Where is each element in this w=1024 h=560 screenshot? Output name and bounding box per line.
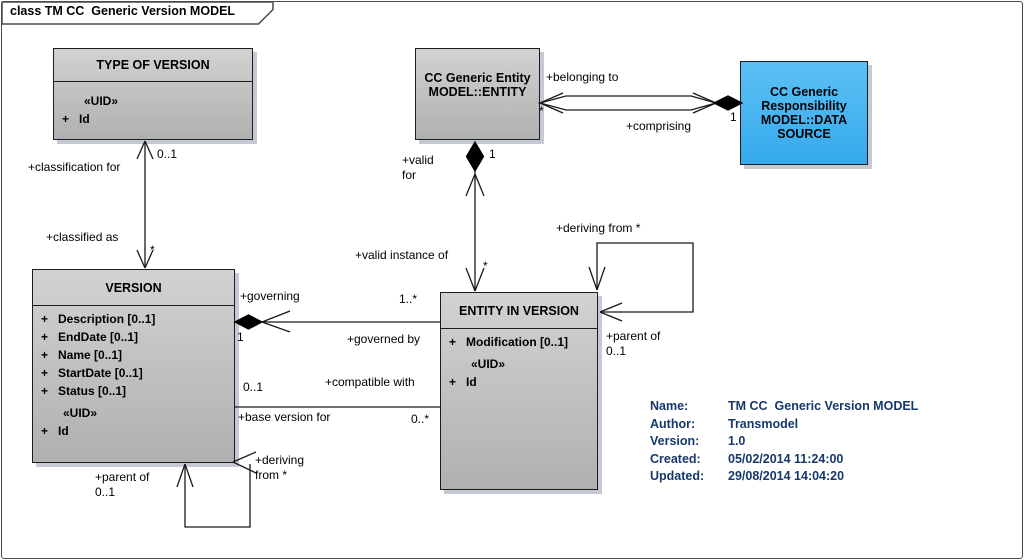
info-value: Transmodel — [728, 416, 799, 431]
class-box-type-of-version[interactable]: TYPE OF VERSION «UID» + Id — [53, 48, 253, 140]
multiplicity-valid-bottom: * — [483, 259, 488, 273]
class-attributes: «UID» + Id — [54, 82, 252, 128]
class-title: TYPE OF VERSION — [54, 49, 252, 82]
assoc-label-classified-as: +classified as — [46, 230, 119, 244]
info-value: 1.0 — [728, 434, 746, 448]
attribute-row: + StartDate [0..1] — [41, 366, 143, 380]
assoc-label-comprising: +comprising — [626, 119, 692, 133]
attribute-row-id: + Id — [449, 375, 477, 389]
class-title: CC Generic Entity MODEL::ENTITY — [424, 71, 531, 99]
assoc-label-classification-for: +classification for — [28, 160, 121, 174]
assoc-label-version-parent-of: +parent of 0..1 — [95, 470, 150, 499]
info-value: 05/02/2014 11:24:00 — [728, 451, 844, 466]
stereotype-uid: «UID» — [471, 357, 506, 371]
class-title: VERSION — [33, 270, 234, 306]
info-label: Version: — [650, 434, 700, 448]
multiplicity-compatible-left: 0..1 — [243, 380, 264, 394]
attribute-row-id: + Id — [41, 424, 69, 438]
info-label: Author: — [650, 416, 696, 431]
assoc-label-valid-for: +valid for — [402, 153, 434, 182]
info-row-version: Version: 1.0 — [650, 433, 918, 451]
assoc-belonging — [537, 92, 744, 114]
assoc-label-eiv-parent-of: +parent of 0..1 — [606, 329, 661, 358]
info-value: 29/08/2014 14:04:20 — [728, 469, 845, 483]
class-box-cc-generic-responsibility-data-source[interactable]: CC Generic Responsibility MODEL::DATA SO… — [740, 61, 868, 165]
assoc-governing — [233, 310, 440, 333]
diagram-frame-tab-label: class TM CC Generic Version MODEL — [10, 4, 236, 18]
multiplicity-governing-left: 1 — [237, 330, 244, 344]
class-box-cc-generic-entity[interactable]: CC Generic Entity MODEL::ENTITY — [415, 48, 540, 140]
assoc-version-self — [176, 451, 257, 528]
assoc-label-governing: +governing — [240, 289, 300, 303]
diagram-info-panel: Name: TM CC Generic Version MODEL Author… — [650, 398, 918, 486]
attribute-row: + Status [0..1] — [41, 384, 127, 398]
info-row-updated: Updated: 29/08/2014 14:04:20 — [650, 468, 918, 486]
multiplicity-classified-bottom: * — [150, 243, 155, 257]
attribute-row: + Description [0..1] — [41, 312, 156, 326]
multiplicity-classification-top: 0..1 — [157, 147, 178, 161]
info-label: Updated: — [650, 469, 705, 483]
class-box-entity-in-version[interactable]: ENTITY IN VERSION + Modification [0..1] … — [440, 292, 598, 490]
assoc-label-governed-by: +governed by — [347, 332, 421, 346]
info-label: Name: — [650, 399, 689, 413]
assoc-valid — [465, 140, 485, 292]
assoc-label-eiv-deriving-from: +deriving from * — [556, 221, 641, 235]
assoc-label-compatible-with: +compatible with — [325, 375, 415, 389]
attribute-row: + EndDate [0..1] — [41, 330, 139, 344]
stereotype-uid: «UID» — [84, 94, 119, 108]
info-value: TM CC Generic Version MODEL — [728, 399, 919, 413]
assoc-label-base-version-for: +base version for — [238, 410, 331, 424]
class-attributes: + Description [0..1] + EndDate [0..1] + … — [33, 306, 234, 440]
info-row-author: Author: Transmodel — [650, 416, 918, 434]
info-label: Created: — [650, 451, 701, 466]
multiplicity-comprising-right: 1 — [730, 110, 737, 124]
attribute-row: + Modification [0..1] — [449, 335, 569, 349]
assoc-label-belonging-to: +belonging to — [546, 70, 619, 84]
class-box-version[interactable]: VERSION + Description [0..1] + EndDate [… — [32, 269, 235, 463]
multiplicity-governing-right: 1..* — [399, 292, 418, 306]
info-row-name: Name: TM CC Generic Version MODEL — [650, 398, 918, 416]
assoc-label-valid-instance-of: +valid instance of — [355, 248, 449, 262]
multiplicity-valid-top: 1 — [489, 147, 496, 161]
class-attributes: + Modification [0..1] «UID» + Id — [441, 329, 597, 391]
class-title: ENTITY IN VERSION — [441, 293, 597, 329]
attribute-row: + Name [0..1] — [41, 348, 123, 362]
assoc-label-version-deriving-from: +deriving from * — [255, 453, 305, 482]
attribute-row-id: + Id — [62, 112, 90, 126]
multiplicity-belonging-left: * — [539, 104, 544, 118]
stereotype-uid: «UID» — [63, 406, 98, 420]
multiplicity-base-right: 0..* — [411, 412, 430, 426]
class-title: CC Generic Responsibility MODEL::DATA SO… — [760, 85, 848, 141]
info-row-created: Created: 05/02/2014 11:24:00 — [650, 451, 918, 469]
assoc-entity-in-version-self — [588, 242, 694, 322]
